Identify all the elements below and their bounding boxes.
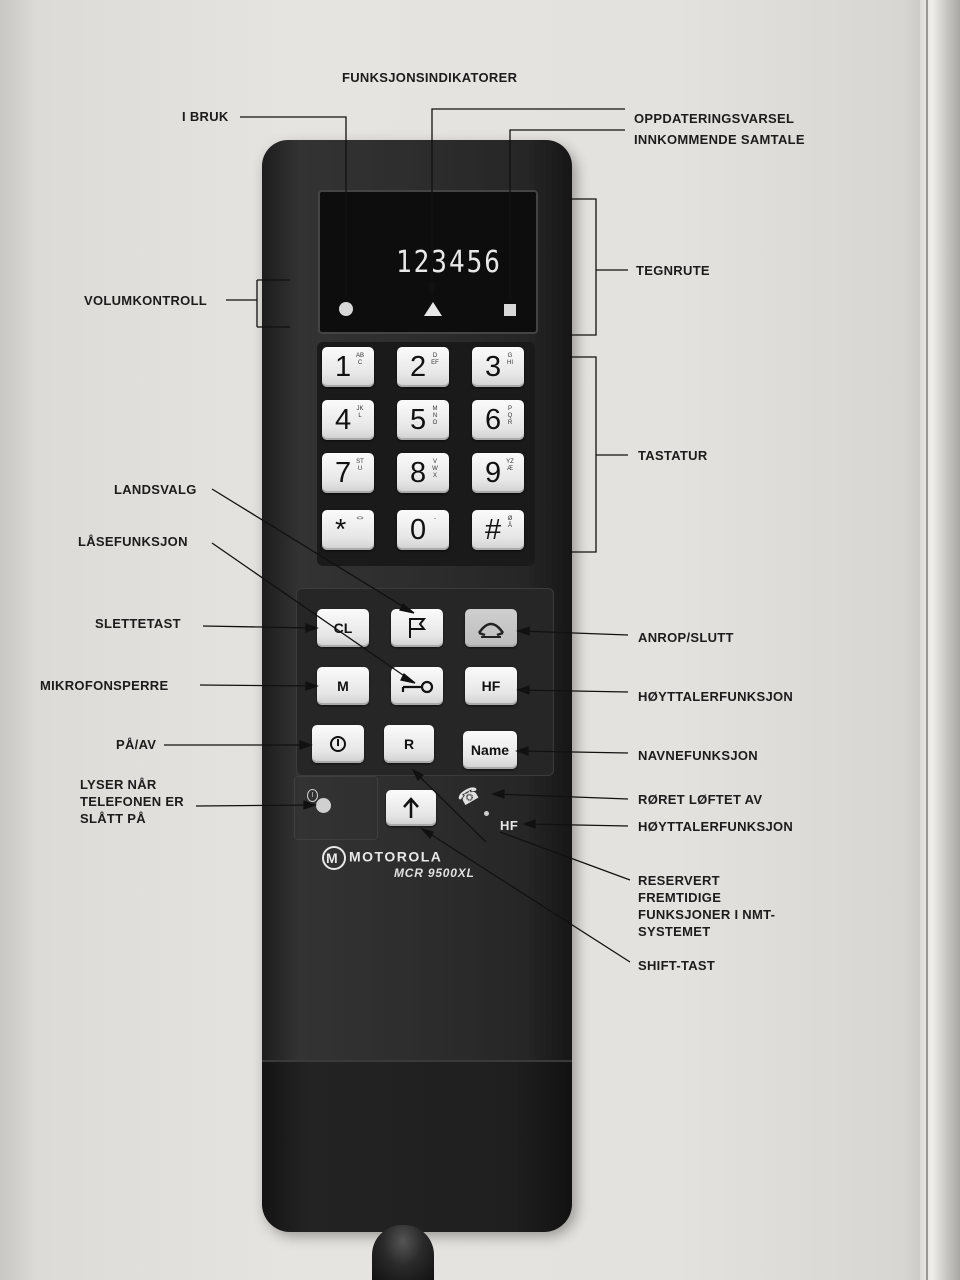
key-0[interactable]: 0- xyxy=(397,510,449,550)
label-innkommende-samtale: INNKOMMENDE SAMTALE xyxy=(634,132,805,147)
label-reservert: RESERVERT FREMTIDIGE FUNKSJONER I NMT-SY… xyxy=(638,873,776,939)
label-oppdateringsvarsel: OPPDATERINGSVARSEL xyxy=(634,111,795,126)
label-landsvalg: LANDSVALG xyxy=(114,482,197,497)
power-indicator-icon: I xyxy=(307,789,318,802)
label-tegnrute: TEGNRUTE xyxy=(636,263,710,278)
label-laasefunksjon: LÅSEFUNKSJON xyxy=(78,534,188,549)
key-hash[interactable]: #ØÅ xyxy=(472,510,524,550)
up-arrow-icon xyxy=(403,797,419,818)
label-roret-loftet: RØRET LØFTET AV xyxy=(638,792,763,807)
power-led xyxy=(316,798,331,813)
handset-icon xyxy=(477,622,505,638)
label-hoyttalerfunksjon: HØYTTALERFUNKSJON xyxy=(638,689,794,704)
display-number: 123456 xyxy=(396,245,502,281)
motorola-logo-icon: M xyxy=(322,846,346,870)
label-funksjonsindikatorer: FUNKSJONSINDIKATORER xyxy=(342,70,518,85)
incoming-call-indicator xyxy=(504,304,516,316)
label-slettetast: SLETTETAST xyxy=(95,616,181,631)
recall-button[interactable]: R xyxy=(384,725,434,763)
power-button[interactable] xyxy=(312,725,364,763)
label-navnefunksjon: NAVNEFUNKSJON xyxy=(638,748,758,763)
page-edge-line xyxy=(926,0,928,1280)
label-hoyttalerfunksjon-2: HØYTTALERFUNKSJON xyxy=(638,819,794,834)
key-icon xyxy=(401,680,434,694)
clear-button[interactable]: CL xyxy=(317,609,369,647)
label-mikrofonsperre: MIKROFONSPERRE xyxy=(40,678,169,693)
in-use-indicator xyxy=(339,302,353,316)
lock-button[interactable] xyxy=(391,667,443,705)
name-button[interactable]: Name xyxy=(463,731,517,769)
speaker-button[interactable]: HF xyxy=(465,667,517,705)
speaker-led xyxy=(484,811,489,816)
label-i-bruk: I BRUK xyxy=(182,109,229,124)
label-tastatur: TASTATUR xyxy=(638,448,708,463)
power-icon xyxy=(330,736,346,752)
brand-name: MOTOROLA xyxy=(349,848,443,865)
flag-icon xyxy=(409,618,427,638)
mute-button[interactable]: M xyxy=(317,667,369,705)
model-name: MCR 9500XL xyxy=(394,866,475,880)
power-led-panel xyxy=(294,776,378,840)
label-anrop-slutt: ANROP/SLUTT xyxy=(638,630,734,645)
label-paa-av: PÅ/AV xyxy=(116,737,157,752)
update-indicator xyxy=(424,302,442,316)
key-star[interactable]: *<> xyxy=(322,510,374,550)
country-select-button[interactable] xyxy=(391,609,443,647)
label-lyser-naar: LYSER NÅR TELEFONEN ER SLÅTT PÅ xyxy=(80,777,184,826)
shift-button[interactable] xyxy=(386,790,436,826)
speaker-indicator-label: HF xyxy=(500,818,519,833)
label-volumkontroll: VOLUMKONTROLL xyxy=(84,293,208,308)
call-end-button[interactable] xyxy=(465,609,517,647)
phone-cable xyxy=(372,1225,434,1280)
phone-lower-section xyxy=(262,1060,572,1232)
label-shift-tast: SHIFT-TAST xyxy=(638,958,716,973)
